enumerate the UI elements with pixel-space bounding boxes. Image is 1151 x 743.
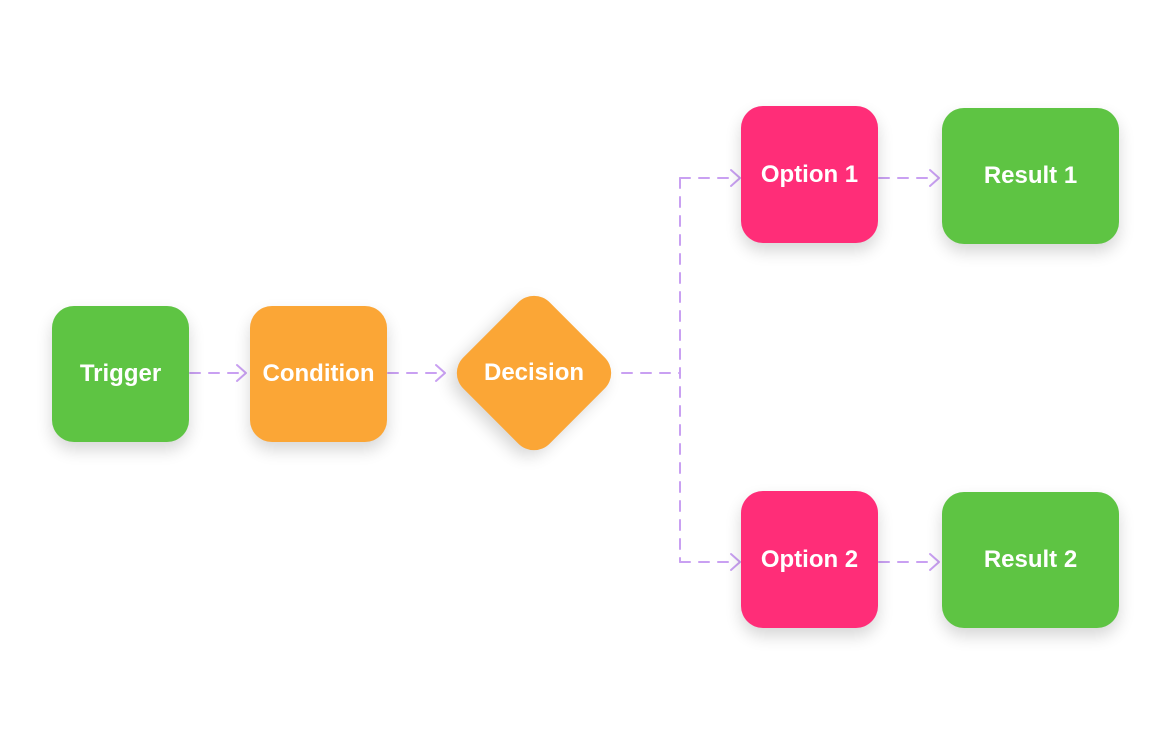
arrowhead-option-2-result-2 <box>929 553 940 571</box>
result-1-node[interactable]: Result 1 <box>942 108 1119 244</box>
option-2-node[interactable]: Option 2 <box>741 491 878 628</box>
condition-node[interactable]: Condition <box>250 306 387 442</box>
trigger-node[interactable]: Trigger <box>52 306 189 442</box>
option-2-label: Option 2 <box>760 545 859 573</box>
result-2-label: Result 2 <box>983 546 1078 573</box>
decision-label: Decision <box>483 359 585 386</box>
arrowhead-condition-decision <box>435 364 446 382</box>
option-1-node[interactable]: Option 1 <box>741 106 878 243</box>
arrowhead-decision-option-1 <box>730 169 741 187</box>
trigger-label: Trigger <box>79 360 162 387</box>
result-1-label: Result 1 <box>983 162 1078 189</box>
option-1-label: Option 1 <box>760 160 859 188</box>
decision-node[interactable]: Decision <box>447 286 621 460</box>
arrowhead-option-1-result-1 <box>929 169 940 187</box>
condition-label: Condition <box>262 360 375 387</box>
arrowhead-decision-option-2 <box>730 553 741 571</box>
result-2-node[interactable]: Result 2 <box>942 492 1119 628</box>
arrowhead-trigger-condition <box>236 364 247 382</box>
